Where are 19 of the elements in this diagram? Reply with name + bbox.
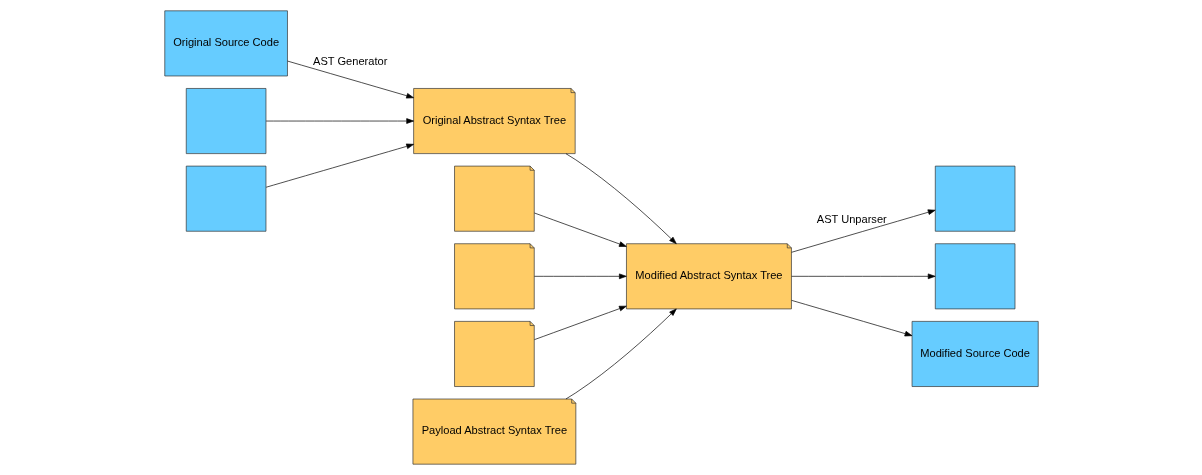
- arrow: [286, 60, 414, 99]
- arrow: [790, 300, 912, 337]
- node-box: Modified Source Code: [911, 321, 1039, 387]
- node-box: [934, 165, 1015, 232]
- arrow: [565, 308, 677, 400]
- node-box: [185, 88, 266, 154]
- edge-label: AST Generator: [312, 55, 387, 68]
- arrow: [533, 305, 627, 340]
- arrow: [533, 273, 627, 280]
- arrow: [790, 273, 935, 280]
- node-box: [934, 243, 1015, 310]
- arrow: [265, 143, 414, 188]
- node-box: [185, 165, 266, 232]
- arrow: [533, 212, 627, 247]
- arrow: [565, 153, 677, 245]
- arrow: [790, 209, 935, 253]
- arrow: [265, 118, 414, 124]
- edge-label: AST Unparser: [816, 212, 887, 225]
- node-box: Original Source Code: [163, 10, 288, 77]
